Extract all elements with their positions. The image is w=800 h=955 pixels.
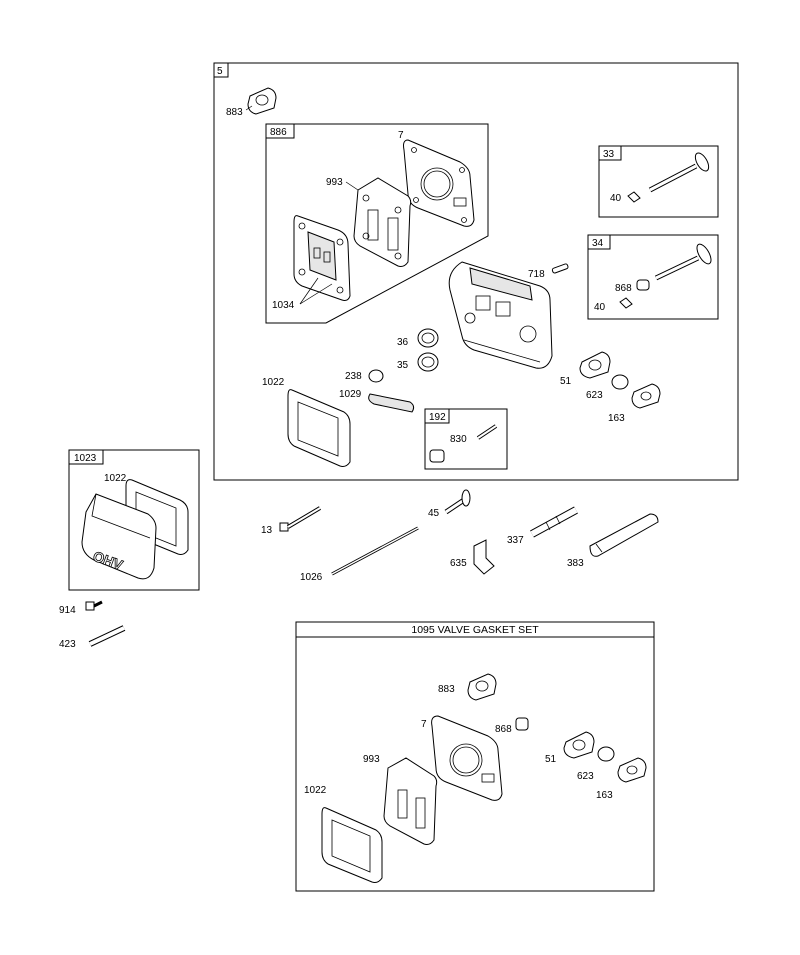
part-1034-plate — [293, 215, 351, 301]
gasket-set-box — [295, 621, 655, 892]
gasket-set-title: 1095 VALVE GASKET SET — [411, 624, 539, 636]
part-914-bolt — [85, 600, 103, 611]
part-623-ring — [611, 374, 629, 390]
part-33-valve — [627, 152, 710, 203]
label-51: 51 — [560, 376, 572, 387]
part-993-gasket — [353, 177, 412, 267]
label-13: 13 — [261, 525, 273, 536]
sub-192-box — [424, 408, 508, 470]
set-label-1022: 1022 — [304, 785, 327, 796]
set-part-1022 — [321, 807, 383, 883]
part-35-spring — [417, 352, 439, 372]
valve-33-box-number: 33 — [603, 149, 615, 160]
part-7-head-gasket — [403, 139, 475, 227]
valve-34-box-number: 34 — [592, 238, 604, 249]
label-7: 7 — [398, 130, 404, 141]
main-box-tag — [213, 62, 229, 78]
set-part-51 — [563, 731, 595, 759]
gasket-sub-box-number: 886 — [270, 127, 287, 138]
label-423: 423 — [59, 639, 76, 650]
part-718-pin — [551, 263, 569, 274]
part-830-screw — [429, 424, 498, 463]
main-box — [213, 62, 739, 481]
part-238-ring — [368, 369, 384, 383]
label-1022-cover: 1022 — [104, 473, 127, 484]
valve-33-box — [598, 145, 719, 218]
label-45: 45 — [428, 508, 440, 519]
set-label-163: 163 — [596, 790, 613, 801]
set-label-883: 883 — [438, 684, 455, 695]
label-1022: 1022 — [262, 377, 285, 388]
label-1026: 1026 — [300, 572, 323, 583]
label-993: 993 — [326, 177, 343, 188]
label-337: 337 — [507, 535, 524, 546]
valve-34-box — [587, 234, 719, 320]
label-1034: 1034 — [272, 300, 295, 311]
label-1029: 1029 — [339, 389, 362, 400]
part-1029-plate — [368, 393, 415, 413]
part-383-tool — [589, 513, 659, 557]
label-623: 623 — [586, 390, 603, 401]
label-718: 718 — [528, 269, 545, 280]
set-label-7: 7 — [421, 719, 427, 730]
gasket-sub-box — [265, 123, 489, 324]
part-51-gasket — [579, 351, 611, 379]
label-868: 868 — [615, 283, 632, 294]
set-part-868 — [515, 717, 529, 731]
part-337-spark-plug — [530, 506, 578, 538]
label-635: 635 — [450, 558, 467, 569]
part-13-bolt — [279, 506, 322, 532]
part-1026-pushrod — [331, 526, 419, 576]
part-45-valve — [444, 489, 471, 515]
label-163: 163 — [608, 413, 625, 424]
label-40b: 40 — [594, 302, 606, 313]
set-part-7 — [431, 715, 503, 801]
part-36-spring — [417, 328, 439, 348]
part-163-gasket — [631, 383, 661, 409]
set-label-51: 51 — [545, 754, 557, 765]
part-1022-gasket — [287, 389, 351, 467]
set-label-868: 868 — [495, 724, 512, 735]
set-part-163 — [617, 757, 647, 783]
part-635-fitting — [473, 539, 495, 575]
set-part-993 — [383, 757, 438, 845]
label-40a: 40 — [610, 193, 622, 204]
label-383: 383 — [567, 558, 584, 569]
cover-box-number: 1023 — [74, 453, 97, 464]
set-part-883 — [467, 673, 497, 701]
part-cylinder-head — [448, 261, 553, 369]
set-label-623: 623 — [577, 771, 594, 782]
cover-box — [68, 449, 200, 591]
label-36: 36 — [397, 337, 409, 348]
part-34-valve — [619, 243, 712, 309]
main-box-number: 5 — [217, 66, 223, 77]
part-883-gasket — [247, 87, 277, 115]
part-423-stud — [88, 625, 126, 647]
set-part-623 — [597, 746, 615, 762]
set-label-993: 993 — [363, 754, 380, 765]
sub-192-box-number: 192 — [429, 412, 446, 423]
label-830: 830 — [450, 434, 467, 445]
label-914: 914 — [59, 605, 76, 616]
label-35: 35 — [397, 360, 409, 371]
label-238: 238 — [345, 371, 362, 382]
label-883: 883 — [226, 107, 243, 118]
